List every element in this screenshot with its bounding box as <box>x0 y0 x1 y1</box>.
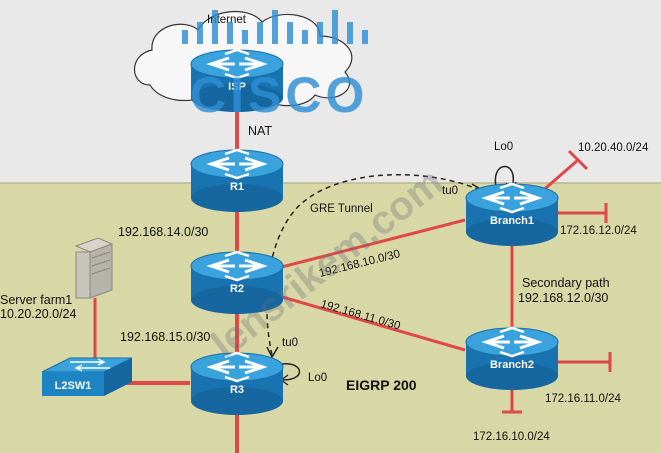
router-r3-label: R3 <box>230 384 244 396</box>
router-r1[interactable]: R1 <box>189 148 285 214</box>
gre-tunnel-label: GRE Tunnel <box>310 203 373 215</box>
router-branch1-label: Branch1 <box>490 215 534 227</box>
tu0-r2-label: tu0 <box>282 337 298 349</box>
router-r1-label: R1 <box>230 181 244 193</box>
cisco-watermark-bars <box>182 10 368 44</box>
stub-branch1-lo <box>539 158 579 195</box>
net-branch1-lan-label: 172.16.12.0/24 <box>560 225 637 237</box>
loopback-branch1-icon <box>494 165 515 191</box>
net-secondary-label: 192.168.12.0/30 <box>518 291 608 305</box>
tu0-branch1-label: tu0 <box>442 185 458 197</box>
link-r2-branch1 <box>269 218 466 272</box>
router-branch2-label: Branch2 <box>490 359 534 371</box>
switch-l2sw1-label: L2SW1 <box>55 380 92 392</box>
server-icon[interactable] <box>74 237 114 299</box>
cisco-watermark: CISCO <box>190 67 368 123</box>
nat-label: NAT <box>248 124 272 138</box>
router-isp[interactable]: ISP <box>189 48 285 114</box>
router-branch1[interactable]: Branch1 <box>464 182 560 248</box>
router-r2[interactable]: R2 <box>189 250 285 316</box>
lo0-branch1-label: Lo0 <box>494 141 513 153</box>
server-farm-name-label: Server farm1 <box>0 293 72 307</box>
net-branch2-lan2-label: 172.16.10.0/24 <box>473 431 550 443</box>
net-r2-r3-label: 192.168.15.0/30 <box>120 330 210 344</box>
router-r3[interactable]: R3 <box>189 351 285 417</box>
eigrp-label: EIGRP 200 <box>346 377 417 393</box>
server-farm-net-label: 10.20.20.0/24 <box>0 307 77 321</box>
secondary-path-label: Secondary path <box>522 276 610 290</box>
link-r2-branch2 <box>271 292 466 352</box>
router-isp-label: ISP <box>228 81 246 93</box>
router-branch2[interactable]: Branch2 <box>464 326 560 392</box>
router-r2-label: R2 <box>230 283 244 295</box>
net-branch2-lan1-label: 172.16.11.0/24 <box>545 393 621 405</box>
net-r1-r2-label: 192.168.14.0/30 <box>118 225 208 239</box>
enterprise-zone-background <box>0 183 661 453</box>
lo0-r3-label: Lo0 <box>308 372 327 384</box>
switch-l2sw1[interactable]: L2SW1 <box>41 357 133 396</box>
net-branch1-lo-label: 10.20.40.0/24 <box>578 142 649 154</box>
